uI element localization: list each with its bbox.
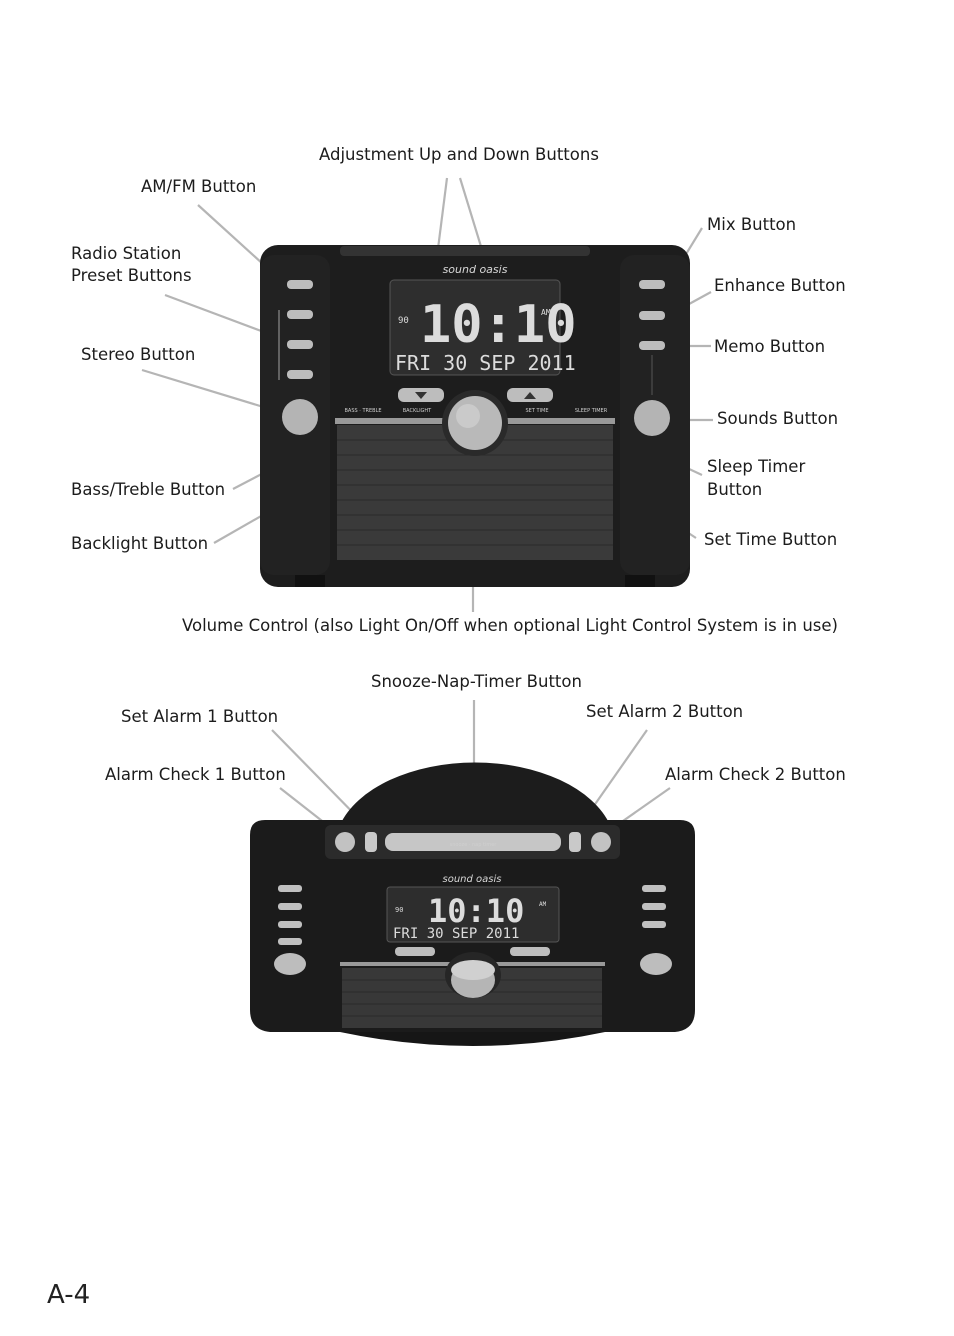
panel-label-backlight: BACKLIGHT <box>403 408 432 414</box>
label-radio-presets-line1: Radio Station <box>71 244 182 263</box>
label-radio-presets-line2: Preset Buttons <box>71 266 192 285</box>
label-set-alarm-1: Set Alarm 1 Button <box>121 707 279 726</box>
label-amfm-button: AM/FM Button <box>141 177 257 196</box>
label-sleep-timer-line1: Sleep Timer <box>707 457 806 476</box>
brand-logo: sound oasis <box>443 263 508 276</box>
panel-label-sleep-timer: SLEEP TIMER <box>575 408 608 414</box>
lcd-date: FRI 30 SEP 2011 <box>395 351 576 375</box>
label-sleep-timer-line2: Button <box>707 480 763 499</box>
page-number: A-4 <box>47 1280 91 1310</box>
amfm-button[interactable] <box>287 280 313 289</box>
lcd-date-top: FRI 30 SEP 2011 <box>393 926 519 942</box>
lcd-time-top: 10:10 <box>428 892 524 930</box>
lcd-small-value: 90 <box>398 316 409 326</box>
panel-label-set-time: SET TIME <box>526 408 549 414</box>
label-set-time-button: Set Time Button <box>704 530 838 549</box>
snooze-strip-label: snooze · nap timer <box>450 842 498 848</box>
label-set-alarm-2: Set Alarm 2 Button <box>586 702 744 721</box>
label-mix-button: Mix Button <box>707 215 797 234</box>
set-alarm-2-button[interactable] <box>569 832 581 852</box>
label-alarm-check-2: Alarm Check 2 Button <box>665 765 846 784</box>
radio-preset-buttons[interactable] <box>287 310 313 379</box>
lcd-small-value-top: 90 <box>395 906 403 914</box>
brand-logo-top: sound oasis <box>443 874 502 885</box>
alarm-check-1-button[interactable] <box>335 832 355 852</box>
memo-button[interactable] <box>639 341 665 350</box>
label-memo-button: Memo Button <box>714 337 826 356</box>
stereo-button[interactable] <box>282 399 318 435</box>
lcd-display <box>389 279 561 376</box>
label-volume-control: Volume Control (also Light On/Off when o… <box>182 616 838 635</box>
label-backlight-button: Backlight Button <box>71 534 209 553</box>
label-bass-treble-button: Bass/Treble Button <box>71 480 226 499</box>
set-alarm-1-button[interactable] <box>365 832 377 852</box>
alarm-check-2-button[interactable] <box>591 832 611 852</box>
lcd-ampm-top: AM <box>539 901 547 908</box>
clock-radio-top-view: snooze · nap timer sound oasis 90 10:10 … <box>250 762 695 1046</box>
label-enhance-button: Enhance Button <box>714 276 846 295</box>
mix-button[interactable] <box>639 280 665 289</box>
label-stereo-button: Stereo Button <box>81 345 196 364</box>
lcd-ampm: AM <box>541 308 551 317</box>
label-snooze-button: Snooze-Nap-Timer Button <box>371 672 582 691</box>
lcd-time: 10:10 <box>420 295 577 355</box>
label-alarm-check-1: Alarm Check 1 Button <box>105 765 286 784</box>
label-sounds-button: Sounds Button <box>717 409 839 428</box>
label-adjustment-buttons: Adjustment Up and Down Buttons <box>319 145 599 164</box>
enhance-button[interactable] <box>639 311 665 320</box>
sounds-button[interactable] <box>634 400 670 436</box>
panel-label-bass-treble: BASS · TREBLE <box>344 408 381 414</box>
clock-radio-front-view: sound oasis 90 10:10 AM FRI 30 SEP 2011 … <box>260 245 690 587</box>
snooze-nap-timer-button[interactable] <box>385 833 561 851</box>
